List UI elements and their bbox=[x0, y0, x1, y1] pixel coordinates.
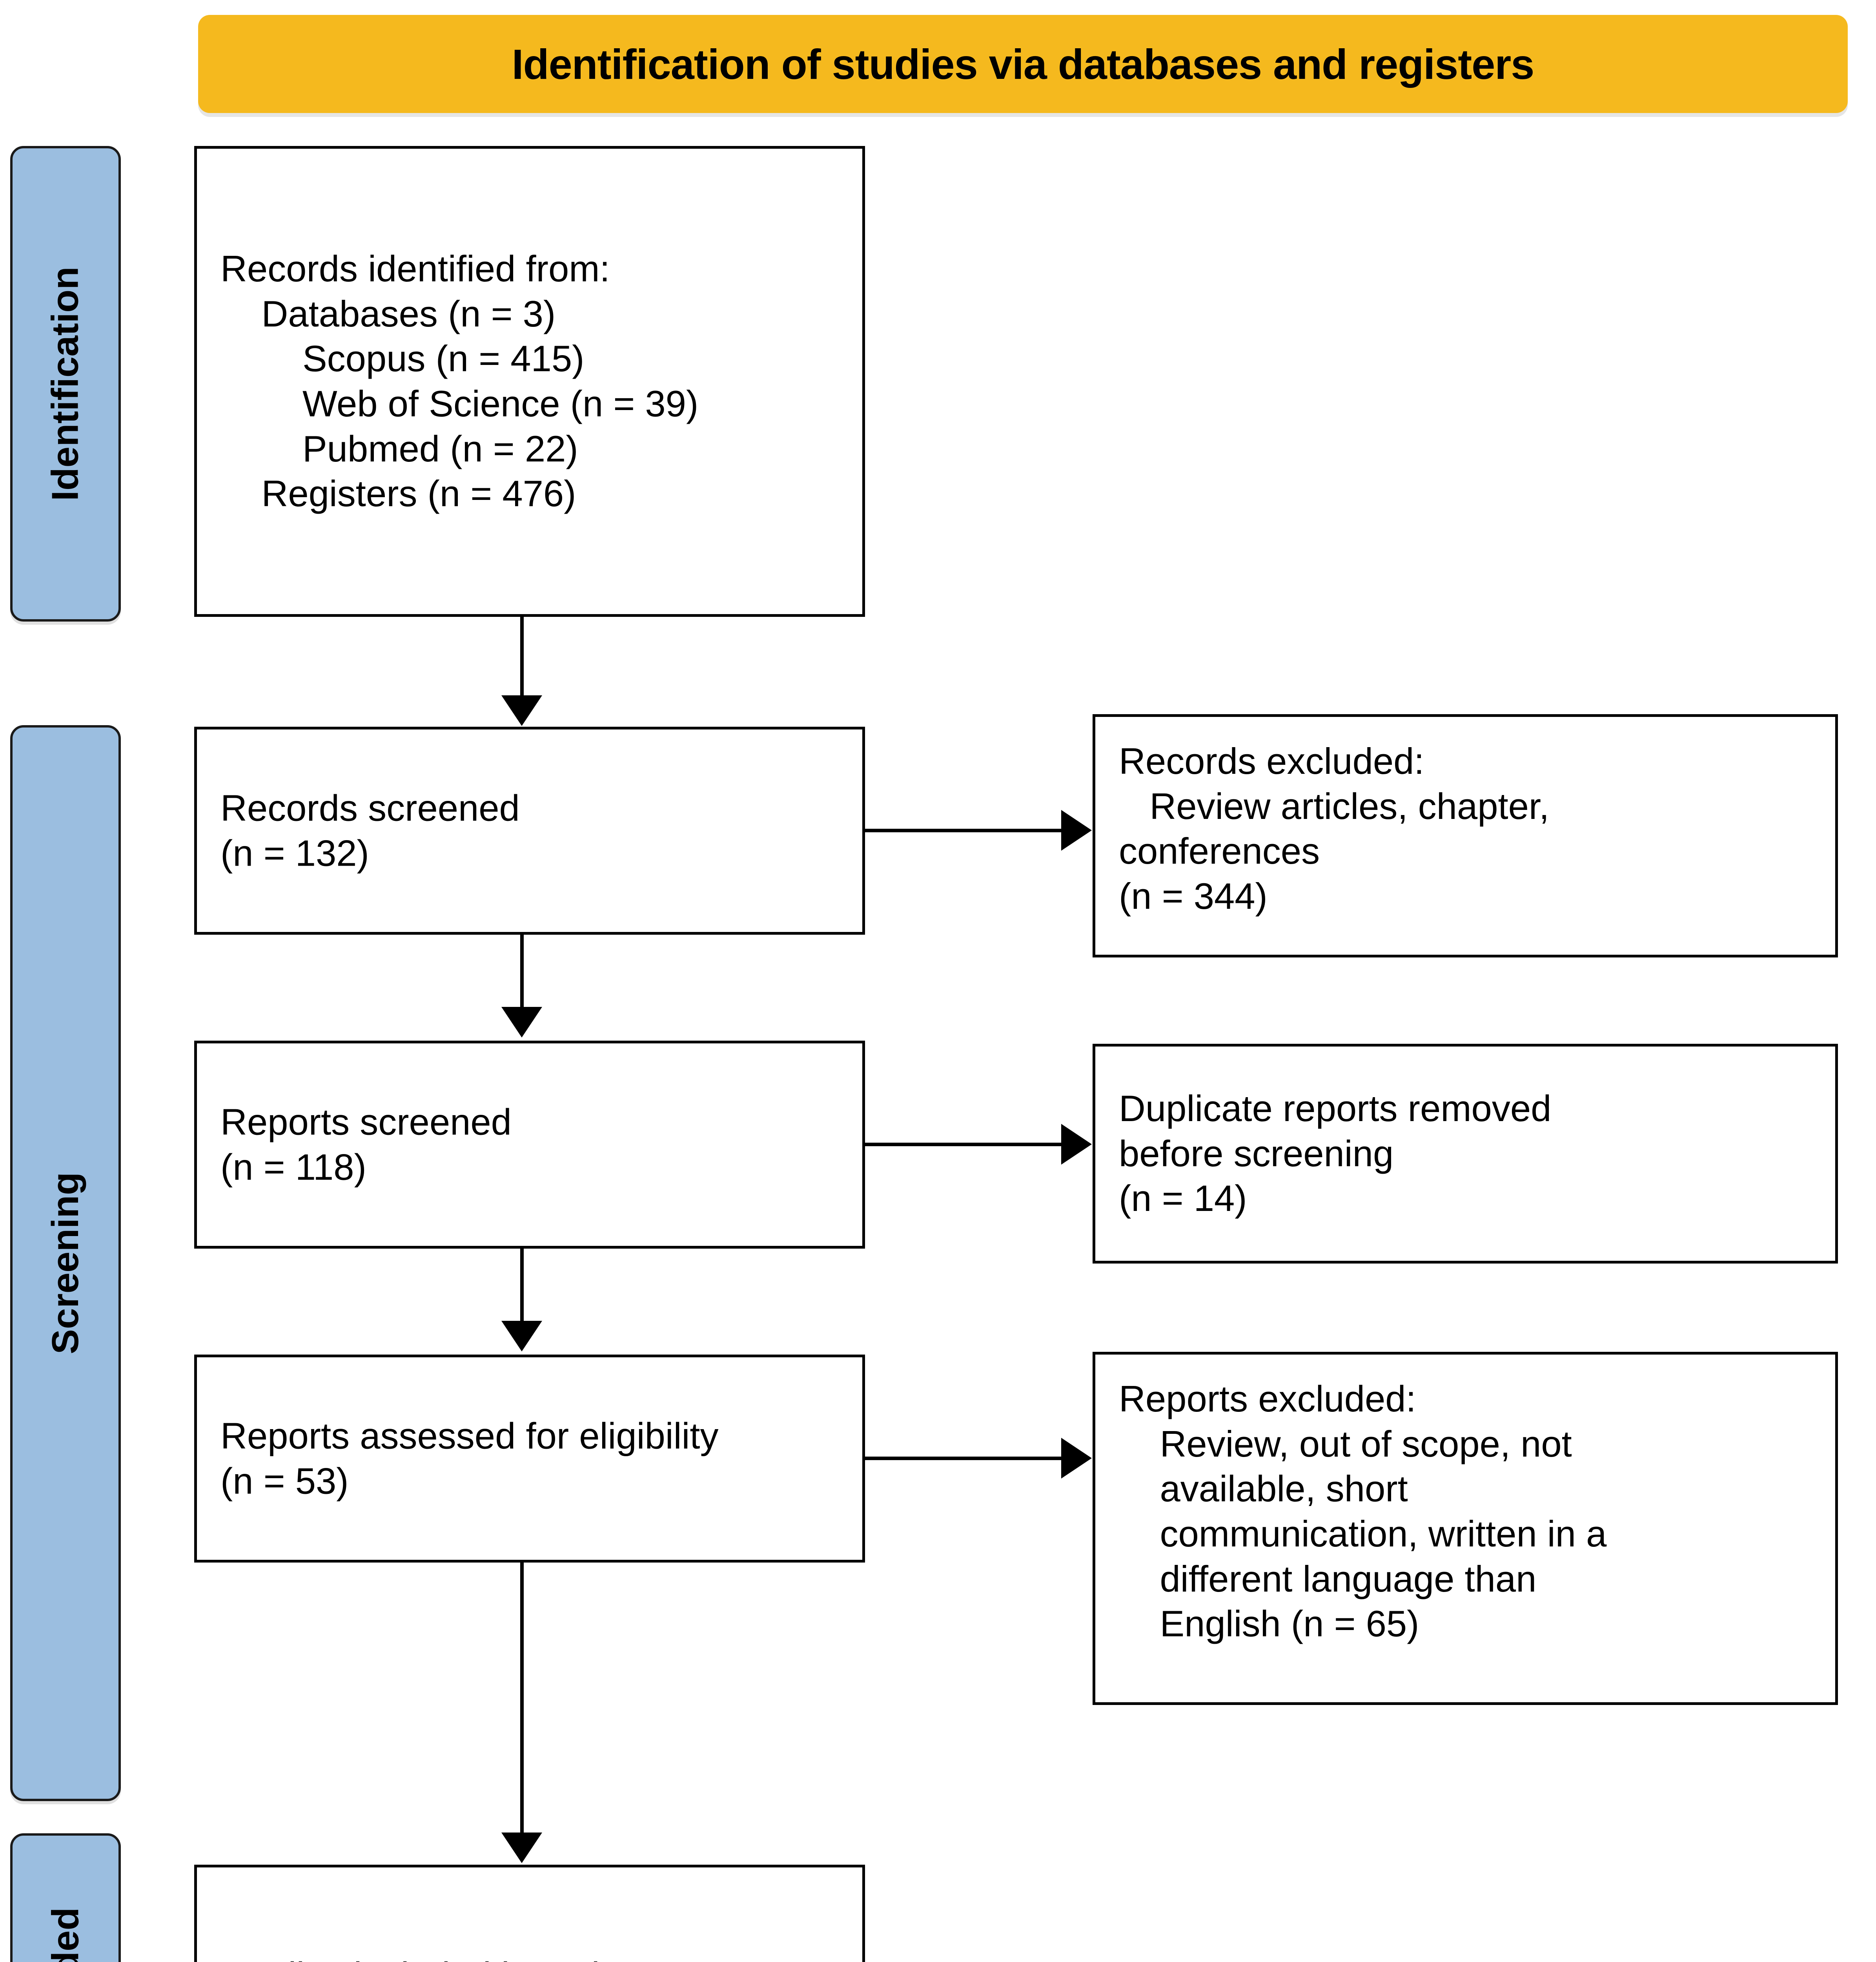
connector-assessed-to-included bbox=[520, 1563, 524, 1837]
arrowhead-screened-to-reports bbox=[501, 1007, 542, 1038]
connector-reports-to-duplicates bbox=[863, 1143, 1067, 1146]
box-reports-screened-text: Reports screened (n = 118) bbox=[220, 1101, 512, 1187]
diagram-title-text: Identification of studies via databases … bbox=[512, 40, 1535, 88]
stage-label-included: Included bbox=[44, 1907, 87, 1962]
connector-reports-to-assessed bbox=[520, 1249, 524, 1327]
arrowhead-screened-to-excluded bbox=[1061, 810, 1092, 851]
connector-screened-to-excluded bbox=[863, 829, 1067, 832]
stage-bar-screening: Screening bbox=[10, 725, 121, 1801]
arrowhead-assessed-to-excluded bbox=[1061, 1438, 1092, 1479]
stage-label-identification: Identification bbox=[44, 266, 87, 501]
box-records-identified-text: Records identified from: Databases (n = … bbox=[220, 248, 699, 514]
box-reports-assessed-text: Reports assessed for eligibility (n = 53… bbox=[220, 1415, 719, 1501]
box-reports-excluded-text: Reports excluded: Review, out of scope, … bbox=[1119, 1378, 1607, 1645]
arrowhead-reports-to-assessed bbox=[501, 1321, 542, 1351]
connector-screened-to-reports bbox=[520, 935, 524, 1013]
stage-bar-included: Included bbox=[10, 1833, 121, 1962]
box-duplicate-reports-removed: Duplicate reports removed before screeni… bbox=[1093, 1044, 1838, 1264]
box-studies-included-text: Studies included in review (n = 53) bbox=[220, 1953, 847, 1962]
box-reports-screened: Reports screened (n = 118) bbox=[194, 1041, 865, 1249]
connector-identified-to-screened bbox=[520, 617, 524, 702]
stage-bar-identification: Identification bbox=[10, 146, 121, 622]
stage-label-screening: Screening bbox=[44, 1172, 86, 1355]
box-duplicate-reports-removed-text: Duplicate reports removed before screeni… bbox=[1119, 1087, 1552, 1219]
box-records-excluded: Records excluded: Review articles, chapt… bbox=[1093, 714, 1838, 957]
diagram-title-banner: Identification of studies via databases … bbox=[198, 15, 1848, 113]
arrowhead-assessed-to-included bbox=[501, 1833, 542, 1863]
box-reports-excluded: Reports excluded: Review, out of scope, … bbox=[1093, 1352, 1838, 1705]
arrowhead-reports-to-duplicates bbox=[1061, 1124, 1092, 1165]
box-records-screened-text: Records screened (n = 132) bbox=[220, 787, 520, 873]
box-studies-included: Studies included in review (n = 53) bbox=[194, 1865, 865, 1962]
box-records-identified: Records identified from: Databases (n = … bbox=[194, 146, 865, 617]
arrowhead-identified-to-screened bbox=[501, 695, 542, 726]
connector-assessed-to-excluded bbox=[863, 1457, 1067, 1460]
box-records-screened: Records screened (n = 132) bbox=[194, 727, 865, 935]
box-reports-assessed: Reports assessed for eligibility (n = 53… bbox=[194, 1355, 865, 1563]
box-records-excluded-text: Records excluded: Review articles, chapt… bbox=[1119, 740, 1550, 917]
